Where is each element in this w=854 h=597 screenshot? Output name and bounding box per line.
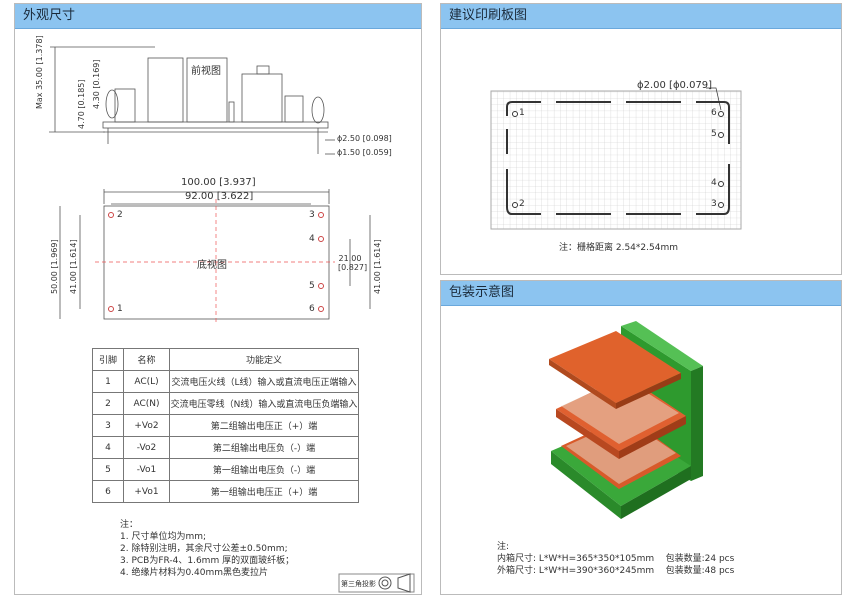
pin-label: 2 xyxy=(519,199,525,209)
pin-label: 4 xyxy=(309,234,315,244)
front-view-label: 前视图 xyxy=(191,66,221,77)
notes: 注：1. 尺寸单位均为mm;2. 除特别注明，其余尺寸公差±0.50mm;3. … xyxy=(120,520,295,578)
dim-max-height: Max 35.00 [1.378] xyxy=(35,35,44,109)
pin-label: 5 xyxy=(309,281,315,291)
pin-label: 3 xyxy=(711,199,717,209)
dim-w1: 100.00 [3.937] xyxy=(181,177,256,188)
pin-label: 6 xyxy=(711,108,717,118)
pin-label: 3 xyxy=(309,210,315,220)
dim-h1: 4.70 [0.185] xyxy=(77,79,86,130)
dim-r1: 21.00 [0.827] xyxy=(338,254,368,272)
dim-d2: ϕ1.50 [0.059] xyxy=(337,148,392,157)
packaging-header: 包装示意图 xyxy=(441,281,841,306)
dimensions-header: 外观尺寸 xyxy=(15,4,421,29)
bottom-view-label: 底视图 xyxy=(197,260,227,271)
dimension-drawing xyxy=(49,46,415,593)
packaging-illustration xyxy=(549,321,703,519)
dim-l1: 50.00 [1.969] xyxy=(50,239,59,294)
pin-label: 6 xyxy=(309,304,315,314)
pcb-panel: 建议印刷板图 ϕ2.00 [ϕ0.079] 1 2 3 4 5 6 注：栅格距离… xyxy=(440,3,842,275)
packaging-panel: 包装示意图 注:内箱尺寸: L*W*H=365*350*105mm 包装数量:2… xyxy=(440,280,842,595)
hole-size-label: ϕ2.00 [ϕ0.079] xyxy=(637,80,713,91)
pin-label: 1 xyxy=(117,304,123,314)
pcb-header: 建议印刷板图 xyxy=(441,4,841,29)
dim-h2: 4.30 [0.169] xyxy=(92,59,101,110)
pin-label: 4 xyxy=(711,178,717,188)
pcb-grid xyxy=(490,87,742,230)
pin-label: 2 xyxy=(117,210,123,220)
dim-d1: ϕ2.50 [0.098] xyxy=(337,134,392,143)
dim-w2: 92.00 [3.622] xyxy=(185,191,254,202)
table-header: 引脚名称功能定义 xyxy=(92,348,359,371)
dim-l2: 41.00 [1.614] xyxy=(69,239,78,294)
projection-label: 第三角投影 xyxy=(341,580,376,588)
grid-note: 注：栅格距离 2.54*2.54mm xyxy=(559,243,678,253)
dim-r2: 41.00 [1.614] xyxy=(373,239,382,294)
pin-label: 5 xyxy=(711,129,717,139)
dimensions-panel: 外观尺寸 前视图 Max 35.00 [1.378] 4.70 [0.185] xyxy=(14,3,422,595)
pin-label: 1 xyxy=(519,108,525,118)
